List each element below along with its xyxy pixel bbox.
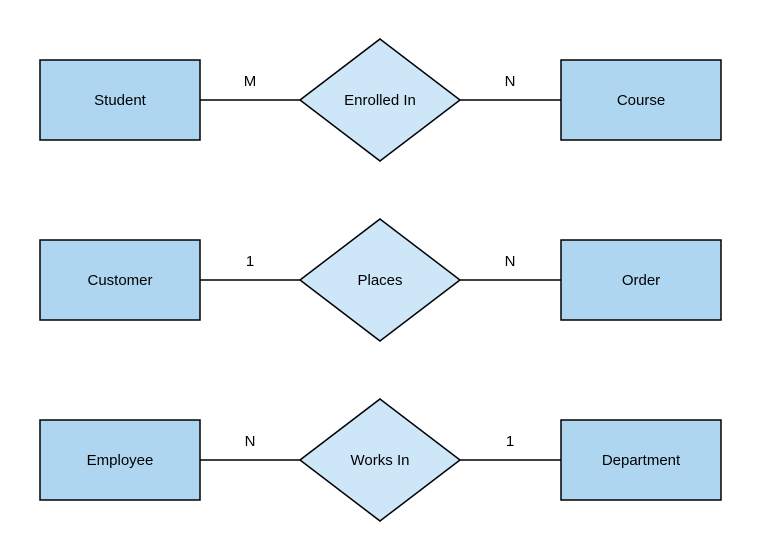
relationship-places[interactable] <box>298 218 462 342</box>
cardinality-label-left: 1 <box>246 253 254 270</box>
er-row-student-course: Student Enrolled In Course M N <box>39 38 722 162</box>
relationship-works-in-label: Works In <box>351 452 410 469</box>
er-row-employee-department: Employee Works In Department N 1 <box>39 398 722 522</box>
relationship-works-in[interactable] <box>298 398 462 522</box>
entity-order[interactable] <box>560 239 722 321</box>
relationship-enrolled-in-label: Enrolled In <box>344 92 416 109</box>
er-row-customer-order: Customer Places Order 1 N <box>39 218 722 342</box>
entity-student[interactable] <box>39 59 201 141</box>
relationship-enrolled-in[interactable] <box>298 38 462 162</box>
entity-customer[interactable] <box>39 239 201 321</box>
cardinality-label-right: N <box>505 253 516 270</box>
entity-employee[interactable] <box>39 419 201 501</box>
entity-course[interactable] <box>560 59 722 141</box>
entity-student-label: Student <box>94 92 147 109</box>
entity-course-label: Course <box>617 92 665 109</box>
cardinality-label-right: N <box>505 73 516 90</box>
relationship-places-label: Places <box>357 272 402 289</box>
entity-order-label: Order <box>622 272 660 289</box>
entity-department[interactable] <box>560 419 722 501</box>
entity-customer-label: Customer <box>87 272 152 289</box>
entity-department-label: Department <box>602 452 681 469</box>
cardinality-label-left: N <box>245 433 256 450</box>
entity-employee-label: Employee <box>87 452 154 469</box>
cardinality-label-left: M <box>244 73 257 90</box>
cardinality-label-right: 1 <box>506 433 514 450</box>
